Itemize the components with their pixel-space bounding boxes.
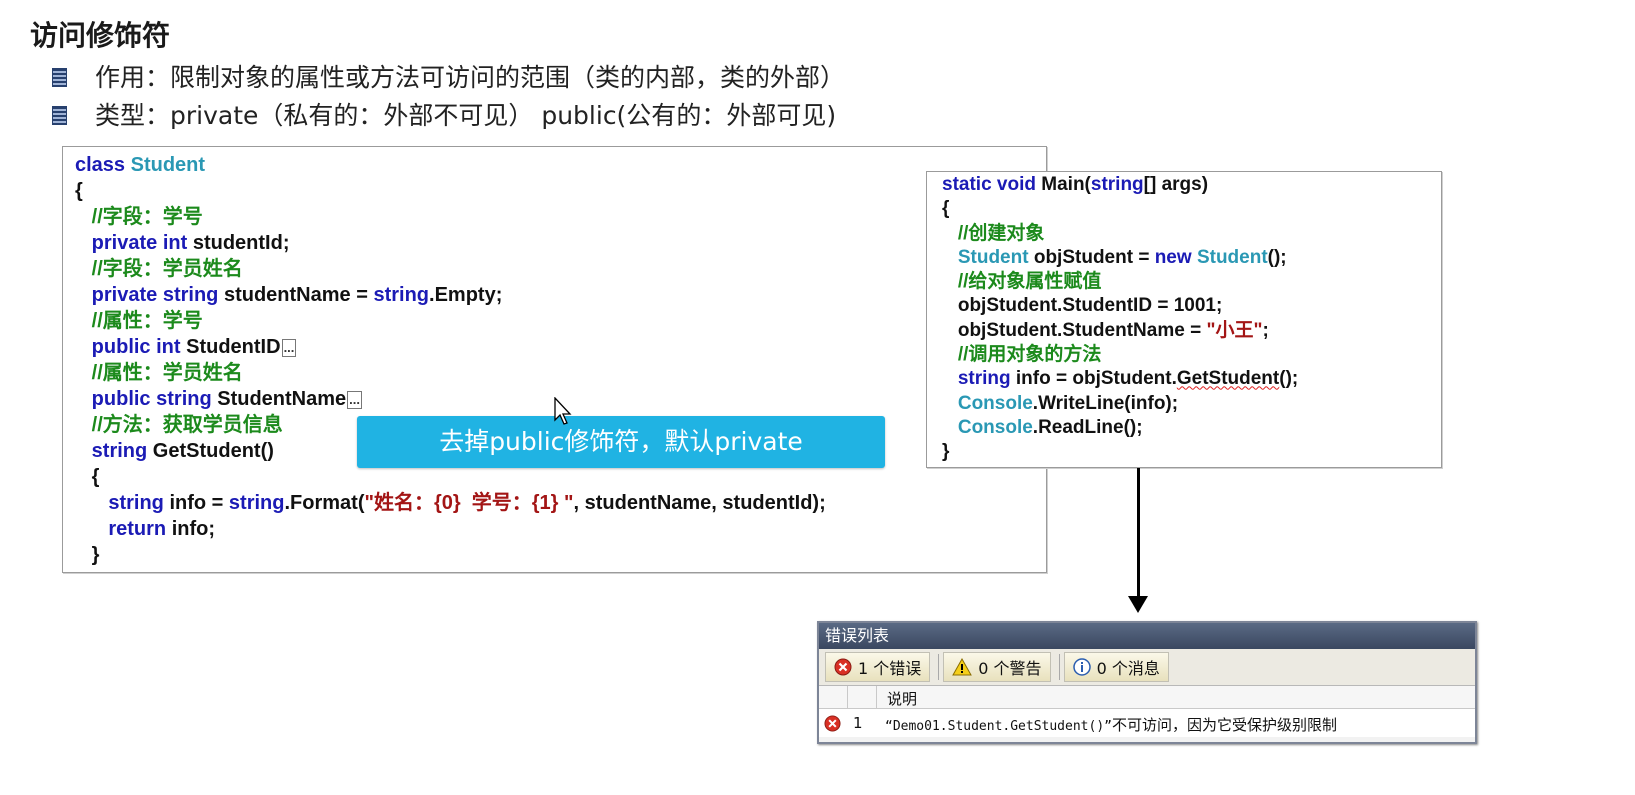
connector-arrow-line: [1137, 468, 1140, 603]
bullet-icon: [52, 68, 67, 87]
messages-filter-button[interactable]: 0 个消息: [1063, 652, 1169, 682]
error-row-number: 1: [853, 714, 863, 732]
error-icon: [824, 715, 841, 732]
error-icon: [834, 658, 852, 676]
code-block-main: static void Main(string[] args) { //创建对象…: [942, 174, 1299, 463]
column-header-icon[interactable]: [819, 686, 848, 708]
slide-title: 访问修饰符: [30, 19, 171, 52]
error-list-toolbar: 1 个错误 0 个警告 0 个消息: [819, 649, 1475, 686]
error-list-header: 说明: [819, 686, 1475, 709]
toolbar-separator: [1058, 654, 1060, 680]
collapsed-region-button[interactable]: ...: [347, 390, 362, 409]
collapsed-region-button[interactable]: ...: [281, 338, 297, 357]
student-class-code-panel: class Student { //字段：学号 private int stud…: [62, 146, 1047, 573]
info-icon: [1072, 658, 1091, 676]
warnings-filter-button[interactable]: 0 个警告: [943, 652, 1051, 682]
toolbar-separator: [938, 654, 940, 680]
column-header-description[interactable]: 说明: [887, 690, 918, 708]
bullet-types: 类型：private（私有的：外部不可见） public(公有的：外部可见): [52, 96, 836, 132]
annotation-banner: 去掉public修饰符，默认private: [357, 416, 885, 468]
error-list-title: 错误列表: [819, 623, 1475, 649]
code-block-student: class Student { //字段：学号 private int stud…: [75, 154, 826, 566]
mouse-cursor-icon: [554, 397, 572, 425]
error-row-message: “Demo01.Student.GetStudent()”不可访问，因为它受保护…: [885, 716, 1337, 734]
warning-icon: [952, 658, 973, 676]
bullet-icon: [52, 106, 67, 125]
arrow-down-icon: [1128, 596, 1148, 613]
bullet-purpose: 作用：限制对象的属性或方法可访问的范围（类的内部，类的外部）: [52, 58, 845, 94]
main-method-code-panel: static void Main(string[] args) { //创建对象…: [926, 171, 1442, 468]
errors-filter-button[interactable]: 1 个错误: [825, 652, 931, 682]
error-list-window: 错误列表 1 个错误 0 个警告 0 个消息 说明 1 “Demo01.Stud…: [817, 621, 1477, 744]
error-row[interactable]: 1 “Demo01.Student.GetStudent()”不可访问，因为它受…: [819, 709, 1475, 737]
column-header-number[interactable]: [848, 686, 877, 708]
